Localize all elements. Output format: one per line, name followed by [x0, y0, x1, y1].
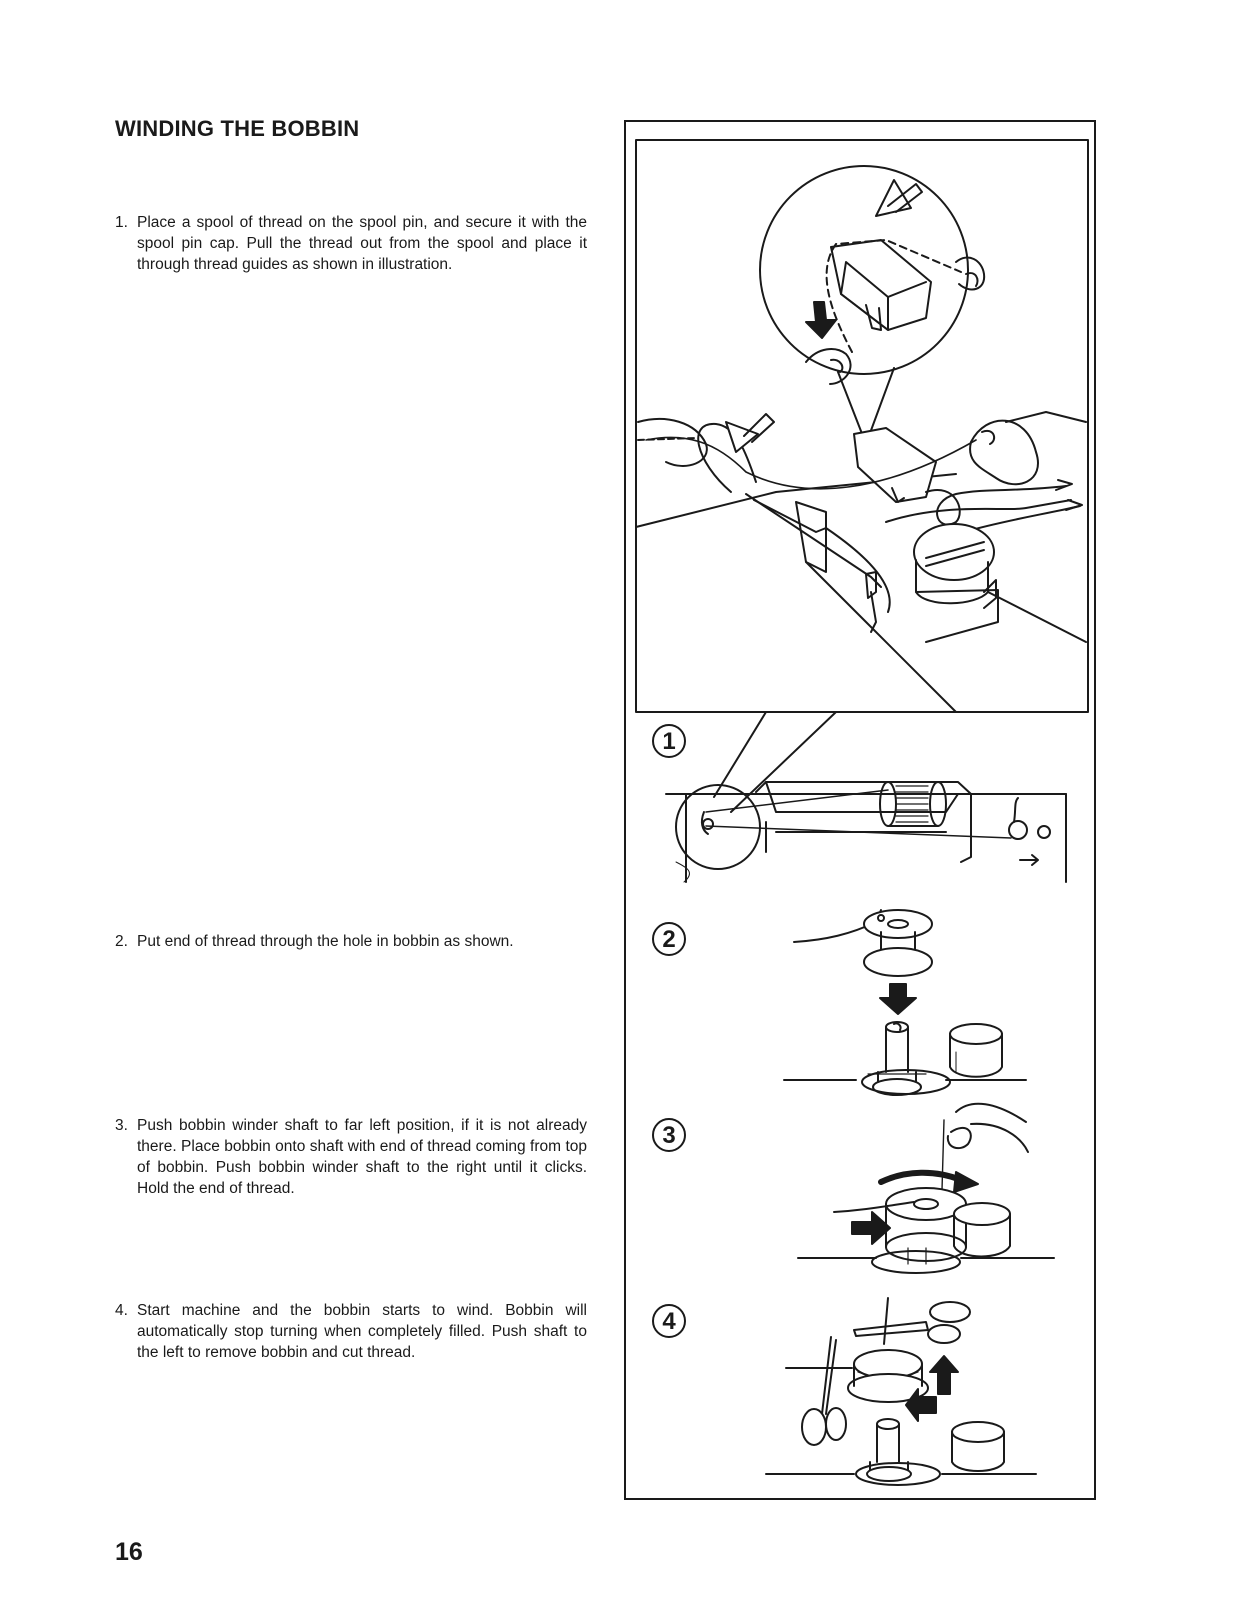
step-text: Put end of thread through the hole in bo…: [137, 933, 514, 950]
figure-number-3: 3: [652, 1118, 686, 1152]
step-text: Push bobbin winder shaft to far left pos…: [137, 1117, 587, 1197]
page-number: 16: [115, 1538, 143, 1566]
step-3: 3. Push bobbin winder shaft to far left …: [115, 1115, 587, 1199]
figure-number-2: 2: [652, 922, 686, 956]
step-number: 2.: [115, 933, 128, 950]
thread-guide-illustration: [635, 139, 1089, 713]
page-title: WINDING THE BOBBIN: [115, 116, 360, 141]
step-2: 2. Put end of thread through the hole in…: [115, 931, 587, 952]
step-4: 4. Start machine and the bobbin starts t…: [115, 1300, 587, 1363]
bobbin-onto-shaft-illustration: [783, 909, 1027, 1096]
illustration-panel: 1 2 3 4: [624, 120, 1096, 1500]
step-text: Place a spool of thread on the spool pin…: [137, 214, 587, 273]
figure-number-4: 4: [652, 1304, 686, 1338]
step-number: 3.: [115, 1117, 128, 1134]
cut-thread-scissors-illustration: [765, 1297, 1037, 1486]
step-text: Start machine and the bobbin starts to w…: [137, 1302, 587, 1361]
step-1: 1. Place a spool of thread on the spool …: [115, 212, 587, 275]
bobbin-winder-push-illustration: [797, 1102, 1055, 1274]
figure-number-1: 1: [652, 724, 686, 758]
step-number: 4.: [115, 1302, 128, 1319]
machine-overview-illustration: [665, 781, 1067, 883]
step-number: 1.: [115, 214, 128, 231]
illustrations-svg: [635, 139, 1089, 1486]
